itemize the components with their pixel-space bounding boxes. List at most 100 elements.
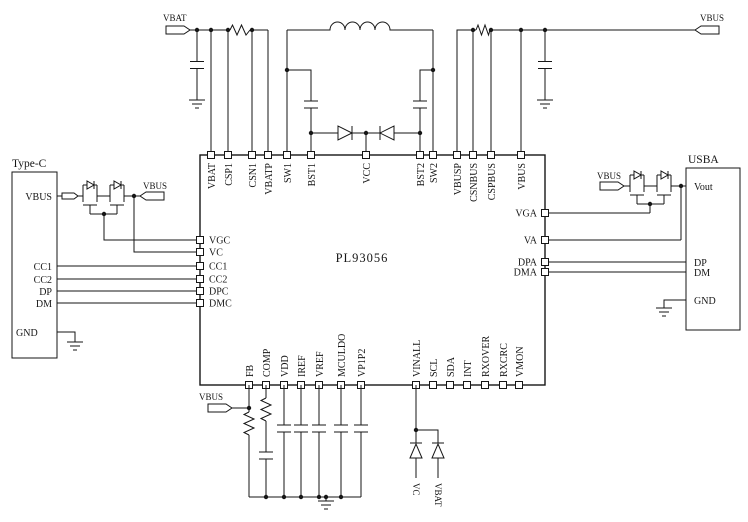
pin-label-vinall: VINALL [412,340,423,377]
typec-pin-cc1: CC1 [34,262,52,273]
typec-pin-vbus: VBUS [25,192,52,203]
pin-label-mculdo: MCULDO [337,334,348,377]
vbus-flag-usba [599,181,625,191]
pin-label-vgc: VGC [209,236,230,247]
pin-label-vdd: VDD [280,355,291,377]
vref-cap [311,424,327,433]
pin-label-csp1: CSP1 [224,163,235,186]
typec-pin-dp: DP [39,287,52,298]
ground-symbol [655,307,673,317]
typec-pin-gnd: GND [16,328,38,339]
pin-label-vmon: VMON [515,346,526,377]
pin-label-iref: IREF [297,355,308,377]
usba-pin-dp: DP [694,258,707,269]
ic-part-number: PL93056 [336,251,389,265]
pin-label-vref: VREF [315,351,326,377]
vbus-flag-right [139,191,165,201]
junction-dots [101,27,684,500]
vbus-flag-top-label: VBUS [700,13,724,23]
pin-label-cc1: CC1 [209,262,227,273]
pin-label-rxover: RXOVER [481,336,492,377]
vinall-diodes: VC VBAT [409,385,445,507]
pin-label-vbatp: VBATP [264,163,275,195]
pin-label-csn1: CSN1 [248,163,259,187]
pin-label-vc: VC [209,248,223,259]
bst1-cap [303,100,319,109]
pin-label-dpa: DPA [518,258,538,269]
vbus-flag-small-left [61,192,79,200]
ground-symbol [66,341,84,351]
pin-label-int: INT [463,360,474,377]
usba-pin-dm: DM [694,268,710,279]
pin-label-bst1: BST1 [307,163,318,186]
vc-net-label: VC [411,483,421,496]
vp1p2-cap [353,424,369,433]
sense-resistor-left [229,23,251,37]
pin-label-cc2: CC2 [209,275,227,286]
iref-cap [293,424,309,433]
comp-resistor [259,397,273,422]
ic: PL93056 VBAT CSP1 CSN1 [196,151,549,389]
vbus-flag-fb-label: VBUS [199,392,223,402]
fet-chain-wires [57,195,196,253]
typec-outline [11,171,58,359]
pin-label-comp: COMP [262,348,273,377]
pin-label-rxcrc: RXCRC [499,343,510,377]
vbus-output-network: VBUS [456,13,724,151]
pass-fet-3 [623,170,651,201]
pin-label-vbusp: VBUSP [453,163,464,196]
fet-chain-wires [549,185,686,241]
bootstrap-diode-left [337,125,354,141]
ground-symbol [536,99,554,109]
vbus-flag-usba-label: VBUS [597,171,621,181]
ic-pins-top [207,151,525,159]
typec-pin-dm: DM [36,299,52,310]
pin-label-va: VA [524,236,538,247]
pin-label-sda: SDA [446,356,457,377]
vbat-flag [165,25,191,35]
pin-label-cspbus: CSPBUS [487,163,498,200]
typec-connector: Type-C VBUS CC1 CC2 DP DM GND [11,158,58,359]
vbus-flag-top [694,25,720,35]
oring-diode-vc [409,442,423,459]
output-cap [537,61,553,69]
pin-label-sw1: SW1 [283,163,294,183]
mculdo-cap [333,424,349,433]
vbus-flag-right-label: VBUS [143,181,167,191]
bypass-wires [249,385,362,501]
fb-resistor [242,411,256,436]
typec-fet-switch: VBUS [57,180,196,253]
pass-fet-1 [76,180,104,211]
usba-gnd-wire [663,299,686,308]
vbat-net-label: VBAT [433,483,443,507]
pass-fet-2 [103,180,131,211]
usba-pin-gnd: GND [694,296,716,307]
pin-label-scl: SCL [429,359,440,377]
sw-wires [286,30,434,151]
typec-pin-cc2: CC2 [34,275,52,286]
bst2-cap [412,100,428,109]
ground-symbol [188,99,206,109]
usba-fet-switch: VBUS [549,170,686,241]
oring-diode-vbat [431,442,445,459]
inductor [287,21,433,31]
typec-gnd-wire [57,331,76,342]
ic-pin-labels-left: VGC VC CC1 CC2 DPC DMC [209,236,232,310]
typec-title: Type-C [12,158,47,170]
vbat-input-network: VBAT [163,13,269,151]
pin-label-dmc: DMC [209,299,232,310]
usba-title: USBA [688,154,719,166]
vdd-cap [276,424,292,433]
sense-resistor-right [475,23,491,37]
pin-label-vcc: VCC [362,163,373,184]
vbus-flag-fb [207,403,233,413]
ic-pin-labels-right: VGA VA DPA DMA [514,209,538,279]
pin-label-dpc: DPC [209,287,229,298]
vbat-rail-wires [190,29,269,151]
pin-label-sw2: SW2 [429,163,440,183]
bst-wires [287,69,433,151]
power-stage [286,21,434,151]
fb-wires [232,385,250,497]
